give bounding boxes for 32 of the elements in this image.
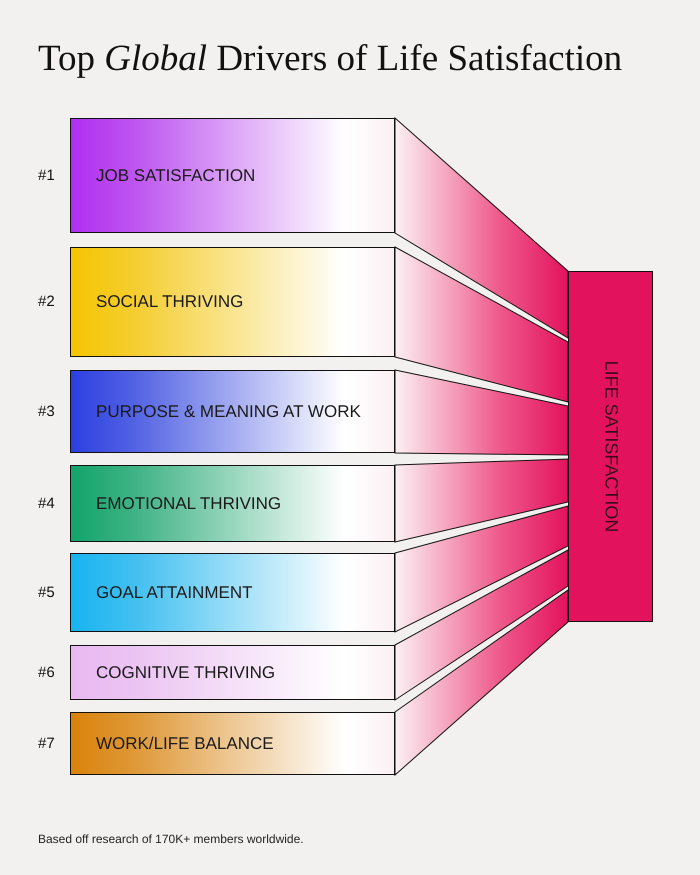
driver-label: COGNITIVE THRIVING (96, 662, 276, 684)
rank-label: #1 (38, 165, 55, 186)
funnel-connector (394, 505, 568, 633)
rank-label: #7 (38, 733, 55, 754)
rank-label: #5 (38, 582, 55, 602)
funnel-connector (394, 458, 568, 543)
driver-band (70, 712, 395, 775)
driver-band (70, 553, 395, 632)
driver-band (70, 118, 395, 233)
title: Top Global Drivers of Life Satisfaction (38, 37, 622, 81)
rank-label: #3 (38, 401, 55, 422)
driver-label: GOAL ATTAINMENT (96, 582, 252, 604)
funnel-connector (394, 369, 568, 456)
rank-label: #4 (38, 493, 55, 514)
funnel-connector (394, 246, 568, 403)
driver-band (70, 247, 395, 357)
driver-label: SOCIAL THRIVING (96, 291, 244, 314)
target-bar (568, 271, 653, 622)
driver-band (70, 645, 395, 700)
target-label: LIFE SATISFACTION (600, 360, 622, 532)
driver-label: WORK/LIFE BALANCE (96, 732, 274, 755)
driver-label: PURPOSE & MEANING AT WORK (96, 400, 361, 423)
rank-label: #6 (38, 662, 55, 682)
driver-band (70, 465, 395, 542)
funnel-connector (394, 589, 568, 776)
rank-label: #2 (38, 292, 55, 312)
caption: Based off research of 170K+ members worldwide. (38, 831, 304, 848)
driver-label: JOB SATISFACTION (96, 164, 256, 187)
funnel-connector (394, 116, 568, 339)
driver-band (70, 370, 395, 453)
funnel-connector (394, 549, 568, 701)
driver-label: EMOTIONAL THRIVING (96, 492, 282, 515)
